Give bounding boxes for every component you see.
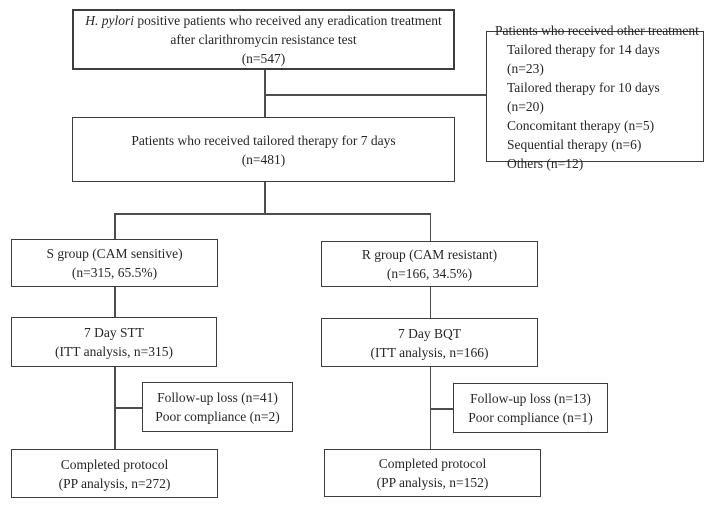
- s-group-line1: S group (CAM sensitive): [46, 246, 183, 261]
- box-loss-r: Follow-up loss (n=13) Poor compliance (n…: [453, 383, 608, 433]
- box-top-line1: H. pylori positive patients who received…: [85, 13, 442, 28]
- other-treatment-item: Concomitant therapy (n=5): [507, 117, 655, 133]
- connector-rgroup-to-bqt: [429, 286, 431, 319]
- other-treatment-item: Tailored therapy for 14 days (n=23): [507, 41, 660, 76]
- box-r-group: R group (CAM resistant) (n=166, 34.5%): [321, 241, 538, 287]
- box-top-line2: after clarithromycin resistance test: [170, 32, 357, 47]
- box-stt: 7 Day STT (ITT analysis, n=315): [11, 317, 217, 367]
- s-group-count: (n=315, 65.5%): [71, 265, 158, 280]
- other-treatment-item: Others (n=12): [507, 155, 584, 171]
- connector-sgroup-to-stt: [114, 286, 116, 318]
- box-bqt: 7 Day BQT (ITT analysis, n=166): [321, 318, 538, 367]
- other-treatment-item: Sequential therapy (n=6): [507, 136, 642, 152]
- box-top-population: H. pylori positive patients who received…: [72, 9, 455, 70]
- other-treatment-item: Tailored therapy for 10 days (n=20): [507, 79, 660, 114]
- loss-r-line1: Follow-up loss (n=13): [470, 391, 591, 406]
- connector-top-to-tailored: [264, 69, 266, 118]
- loss-s-line2: Poor compliance (n=2): [155, 409, 280, 424]
- completed-r-line1: Completed protocol: [378, 456, 487, 471]
- box-completed-r: Completed protocol (PP analysis, n=152): [324, 449, 541, 497]
- stt-line1: 7 Day STT: [84, 325, 144, 340]
- connector-to-loss-r: [429, 408, 455, 410]
- box-other-treatment: Patients who received other treatment Ta…: [486, 23, 704, 171]
- connector-to-other-treatment: [264, 94, 487, 96]
- box-s-group: S group (CAM sensitive) (n=315, 65.5%): [11, 239, 218, 287]
- connector-to-loss-s: [114, 407, 143, 409]
- box-tailored-7day: Patients who received tailored therapy f…: [72, 117, 455, 182]
- tailored-7day-line1: Patients who received tailored therapy f…: [131, 132, 396, 148]
- stt-count: (ITT analysis, n=315): [55, 344, 173, 359]
- box-top-count: (n=547): [241, 51, 286, 66]
- r-group-line1: R group (CAM resistant): [361, 247, 498, 262]
- r-group-count: (n=166, 34.5%): [386, 266, 473, 281]
- connector-split-to-rgroup: [429, 213, 431, 242]
- bqt-line1: 7 Day BQT: [398, 325, 461, 341]
- hpylori-italic: H. pylori: [85, 13, 134, 28]
- bqt-count: (ITT analysis, n=166): [370, 344, 489, 360]
- completed-s-line1: Completed protocol: [60, 456, 169, 472]
- box-completed-s: Completed protocol (PP analysis, n=272): [11, 449, 218, 498]
- box-loss-s: Follow-up loss (n=41) Poor compliance (n…: [142, 382, 293, 432]
- other-treatment-header: Patients who received other treatment: [495, 22, 699, 38]
- completed-s-count: (PP analysis, n=272): [58, 475, 171, 491]
- tailored-7day-count: (n=481): [241, 151, 286, 167]
- completed-r-count: (PP analysis, n=152): [376, 475, 489, 490]
- connector-tailored-to-split: [264, 181, 266, 214]
- loss-s-line1: Follow-up loss (n=41): [157, 390, 278, 405]
- loss-r-line2: Poor compliance (n=1): [468, 410, 593, 425]
- connector-split-to-sgroup: [114, 213, 116, 240]
- connector-split-horizontal: [114, 213, 431, 215]
